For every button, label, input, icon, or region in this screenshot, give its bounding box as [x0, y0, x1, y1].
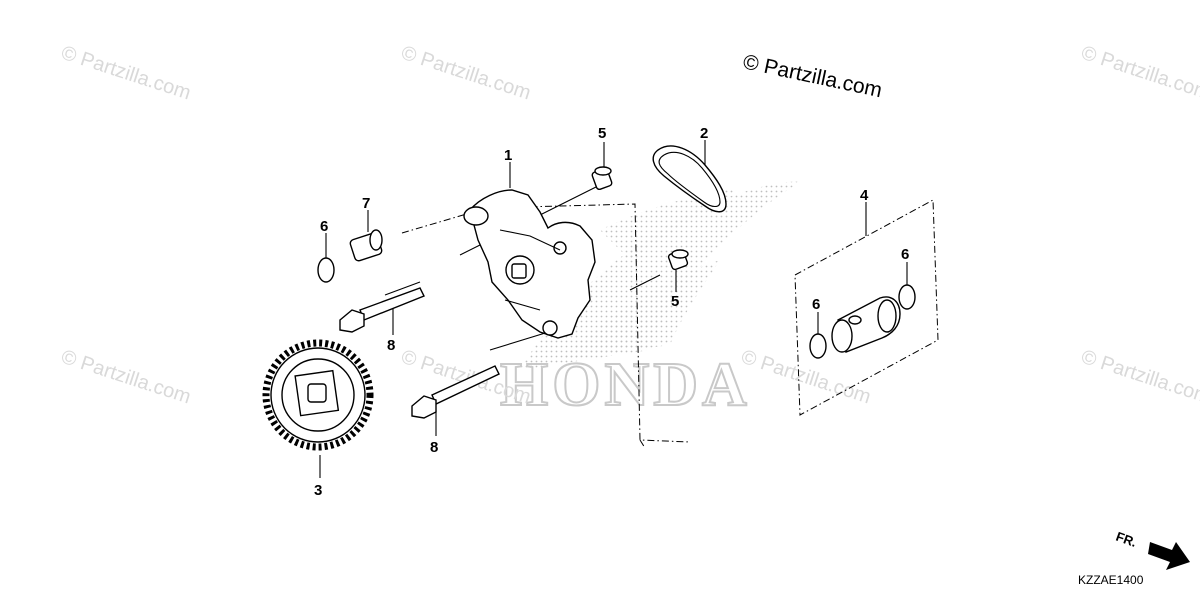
- oil-pump-driven-gear[interactable]: [262, 339, 374, 451]
- part-4-boundary: [794, 199, 939, 416]
- collar[interactable]: [349, 229, 383, 262]
- o-ring-small[interactable]: [809, 333, 827, 359]
- callout-8: 8: [387, 337, 395, 354]
- oil-pump-body[interactable]: [463, 189, 596, 339]
- watermark-text: © Partzilla.com: [58, 42, 193, 105]
- arrow-right-icon: [1148, 542, 1190, 570]
- watermark-text: © Partzilla.com: [1078, 42, 1200, 105]
- callout-5: 5: [598, 125, 606, 142]
- honda-brand-watermark: HONDA: [500, 351, 751, 419]
- callout-7: 7: [362, 195, 370, 212]
- o-ring-large[interactable]: [652, 145, 727, 213]
- dowel-pin[interactable]: [591, 166, 613, 191]
- flange-bolt[interactable]: [411, 365, 500, 419]
- watermark-text: © Partzilla.com: [738, 346, 873, 409]
- watermark-text: © Partzilla.com: [1078, 346, 1200, 409]
- callout-6: 6: [901, 246, 909, 263]
- flange-bolt[interactable]: [339, 287, 425, 333]
- callout-1: 1: [504, 147, 512, 164]
- callout-8: 8: [430, 439, 438, 456]
- oil-pipe-assembly[interactable]: [831, 296, 901, 353]
- o-ring-small[interactable]: [898, 284, 916, 310]
- watermark-text: © Partzilla.com: [398, 42, 533, 105]
- honda-wing-watermark: HONDA: [499, 181, 800, 420]
- callout-4: 4: [860, 187, 869, 204]
- callout-3: 3: [314, 482, 322, 499]
- callout-6: 6: [812, 296, 820, 313]
- fr-label: FR.: [1114, 529, 1139, 550]
- callout-2: 2: [700, 125, 708, 142]
- o-ring-small[interactable]: [317, 257, 335, 283]
- callout-6: 6: [320, 218, 328, 235]
- dowel-pin[interactable]: [667, 249, 689, 271]
- front-direction-indicator: FR.: [1114, 529, 1190, 570]
- copyright-text: © Partzilla.com: [741, 50, 884, 102]
- diagram-code: KZZAE1400: [1078, 573, 1144, 587]
- watermark-text: © Partzilla.com: [58, 346, 193, 409]
- callout-5: 5: [671, 293, 679, 310]
